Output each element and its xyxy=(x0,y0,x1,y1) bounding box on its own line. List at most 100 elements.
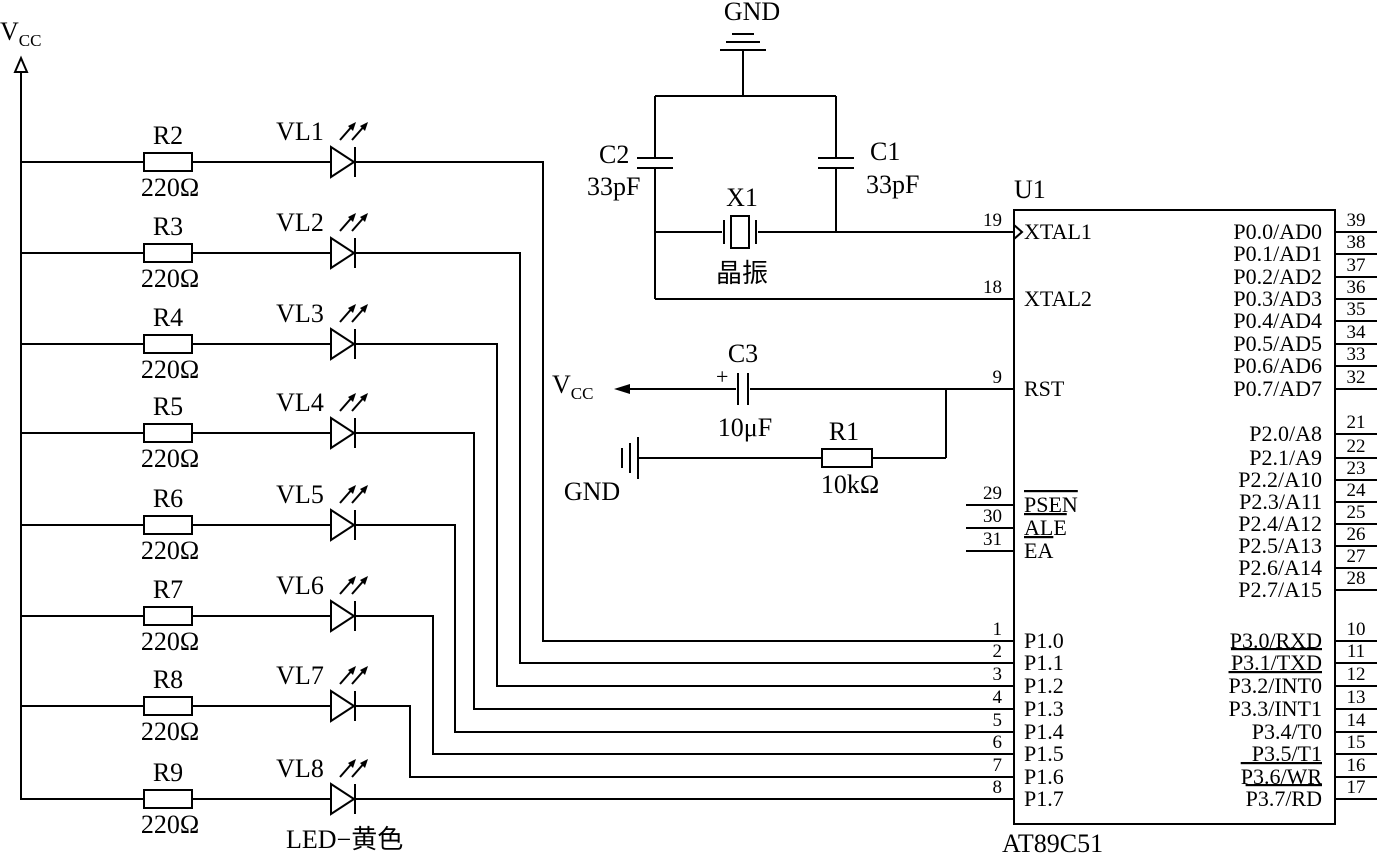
left-pin-number: 1 xyxy=(993,619,1003,640)
right-pin-number: 15 xyxy=(1347,732,1366,753)
right-pin-number: 24 xyxy=(1347,480,1367,501)
led-ref: VL6 xyxy=(276,571,324,600)
x1-value: 晶振 xyxy=(716,259,768,288)
right-pin-name: P3.5/T1 xyxy=(1252,741,1322,766)
right-pin-name: P3.2/INT0 xyxy=(1229,673,1323,698)
led-diode-icon xyxy=(330,416,356,450)
right-pin-name: P2.6/A14 xyxy=(1238,555,1322,580)
resistor xyxy=(143,696,193,716)
left-pin-name: P1.0 xyxy=(1024,628,1064,653)
right-pin-number: 32 xyxy=(1347,367,1366,388)
left-pin-number: 29 xyxy=(983,483,1002,504)
left-pin-name: P1.5 xyxy=(1024,741,1064,766)
resistor-ref: R2 xyxy=(153,121,183,150)
right-pin-number: 34 xyxy=(1347,322,1367,343)
left-pin-number: 30 xyxy=(983,506,1002,527)
vcc-reset-arrow-icon xyxy=(614,384,630,394)
gnd-top-label: GND xyxy=(724,0,780,26)
light-emit-icon xyxy=(339,213,368,232)
vcc-label: VCC xyxy=(0,17,41,50)
right-pin-name: P3.3/INT1 xyxy=(1229,696,1323,721)
x1-ref: X1 xyxy=(726,183,758,212)
c2-value: 33pF xyxy=(587,172,640,201)
led-ref: VL8 xyxy=(276,754,324,783)
c3-capacitor xyxy=(737,373,749,405)
resistor-value: 220Ω xyxy=(141,627,199,656)
right-pin: 22 P2.1/A9 xyxy=(1249,436,1377,470)
right-pin-name: P0.3/AD3 xyxy=(1233,286,1322,311)
resistor-value: 220Ω xyxy=(141,717,199,746)
resistor-ref: R9 xyxy=(153,758,183,787)
right-pin-number: 10 xyxy=(1347,619,1366,640)
led-diode-icon xyxy=(330,327,356,361)
vcc-reset-label: VCC xyxy=(552,370,593,403)
right-pin: 13 P3.3/INT1 xyxy=(1229,687,1377,721)
right-pin-number: 39 xyxy=(1347,210,1366,231)
right-pin-name: P3.7/RD xyxy=(1246,786,1322,811)
led-ref: VL7 xyxy=(276,661,324,690)
resistor-ref: R5 xyxy=(153,392,183,421)
right-pin-number: 16 xyxy=(1347,755,1366,776)
right-pin-name: P2.4/A12 xyxy=(1238,511,1322,536)
right-pin-number: 17 xyxy=(1347,777,1366,798)
resistor xyxy=(143,334,193,354)
chip-ref: U1 xyxy=(1014,175,1046,204)
right-pin: 32 P0.7/AD7 xyxy=(1233,367,1377,401)
light-emit-icon xyxy=(339,122,368,141)
resistor-value: 220Ω xyxy=(141,810,199,839)
resistor xyxy=(143,243,193,263)
c3-plus: + xyxy=(716,364,728,389)
led-ref: VL3 xyxy=(276,299,324,328)
left-pin: 1 P1.0 xyxy=(960,619,1064,653)
r1-ref: R1 xyxy=(829,417,859,446)
led-diode-icon xyxy=(330,236,356,270)
right-pin-number: 33 xyxy=(1347,344,1366,365)
right-pin-name: P3.1/TXD xyxy=(1231,650,1322,675)
gnd-reset-icon xyxy=(621,437,639,479)
gnd-reset-label: GND xyxy=(564,477,620,506)
right-pin-name: P3.6/WR xyxy=(1241,764,1323,789)
left-pin-name: P1.2 xyxy=(1024,673,1064,698)
resistor-ref: R4 xyxy=(153,303,183,332)
r1-value: 10kΩ xyxy=(821,470,879,499)
right-pin-number: 11 xyxy=(1347,641,1365,662)
right-pin-name: P2.0/A8 xyxy=(1249,421,1322,446)
resistor-ref: R7 xyxy=(153,575,183,604)
right-pin-number: 35 xyxy=(1347,299,1366,320)
right-pin-name: P0.7/AD7 xyxy=(1233,376,1322,401)
left-pin-name: P1.4 xyxy=(1024,719,1064,744)
resistor-ref: R6 xyxy=(153,484,183,513)
right-pin-number: 13 xyxy=(1347,687,1366,708)
resistor xyxy=(143,515,193,535)
right-pin-name: P2.2/A10 xyxy=(1238,467,1322,492)
right-pin: 16 P3.6/WR xyxy=(1241,755,1377,789)
resistor-value: 220Ω xyxy=(141,355,199,384)
light-emit-icon xyxy=(339,393,368,412)
right-pin-number: 23 xyxy=(1347,458,1366,479)
light-emit-icon xyxy=(339,304,368,323)
left-pin-name: XTAL1 xyxy=(1024,219,1092,244)
left-pin-name: P1.6 xyxy=(1024,764,1064,789)
right-pin-name: P2.1/A9 xyxy=(1249,445,1322,470)
c1-value: 33pF xyxy=(866,170,919,199)
resistor-value: 220Ω xyxy=(141,264,199,293)
right-pin-number: 22 xyxy=(1347,436,1366,457)
vcc-arrow-icon xyxy=(13,55,29,73)
